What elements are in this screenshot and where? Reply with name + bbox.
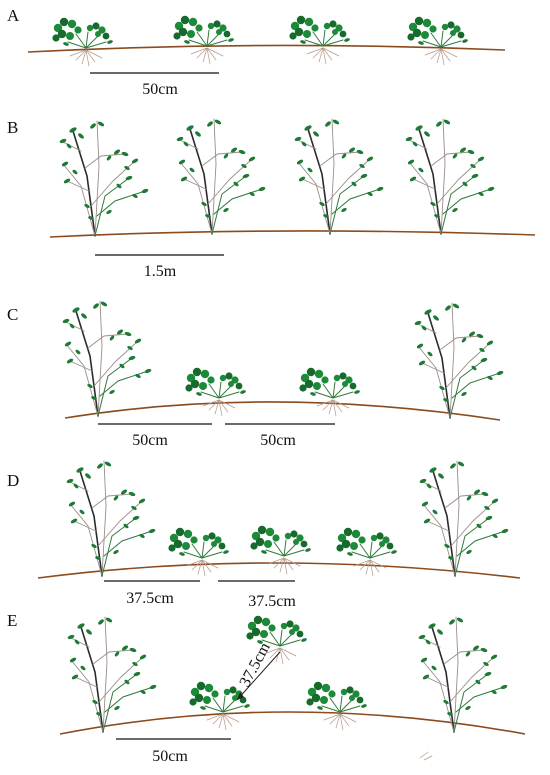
panel-a: A 50cm <box>7 6 506 98</box>
panel-b-scale-label: 1.5m <box>144 263 177 280</box>
panel-c-scale-label-2: 50cm <box>260 432 296 449</box>
panel-c-letter: C <box>7 305 18 324</box>
panel-b-shrub-2 <box>175 117 267 235</box>
panel-d-shrub-right <box>418 459 510 577</box>
panel-d-ground-line <box>37 562 521 579</box>
panel-d-scale-label-1: 37.5cm <box>126 590 174 607</box>
panel-a-letter: A <box>7 6 20 25</box>
panel-b: B 1.5m <box>7 117 536 280</box>
panel-b-ground-line <box>49 230 536 238</box>
panel-c-herb-1 <box>184 367 247 417</box>
panel-d-herb-2 <box>249 525 312 575</box>
panel-e-arrowhead <box>237 692 244 700</box>
panel-c-scale-label-1: 50cm <box>132 432 168 449</box>
panel-e-stray-roots <box>419 751 433 761</box>
panel-b-shrub-3 <box>293 117 385 235</box>
panel-d-letter: D <box>7 471 19 490</box>
panel-b-shrub-1 <box>58 119 150 237</box>
panel-d-scale-label-2: 37.5cm <box>248 593 296 610</box>
panel-d-herb-1 <box>167 527 230 577</box>
panel-e-herb-lower-right <box>305 681 368 731</box>
panel-a-herb-4 <box>406 16 469 66</box>
panel-a-ground-line <box>27 44 506 53</box>
panel-e-shrub-left <box>66 615 158 733</box>
panel-d: D 37.5cm 37.5cm <box>7 459 521 610</box>
panel-c-shrub-right <box>413 301 505 419</box>
panel-a-herb-1 <box>51 17 114 67</box>
panel-e: E 37.5cm 50cm <box>7 611 526 765</box>
panel-e-diagonal-arrow <box>236 651 281 701</box>
panel-e-ground-line <box>59 711 526 735</box>
panel-e-shrub-right <box>417 615 509 733</box>
panel-b-letter: B <box>7 118 18 137</box>
panel-e-letter: E <box>7 611 17 630</box>
panel-c-shrub-left <box>61 299 153 417</box>
panel-c-herb-2 <box>298 367 361 417</box>
panel-c: C 50cm 50cm <box>7 299 505 449</box>
panel-a-scale-label: 50cm <box>142 81 178 98</box>
panel-a-herb-2 <box>172 15 235 65</box>
panel-a-herb-3 <box>288 15 351 65</box>
panel-b-shrub-4 <box>404 117 496 235</box>
panel-d-shrub-left <box>65 459 157 577</box>
panel-e-herb-lower-left <box>188 681 251 731</box>
panel-c-ground-line <box>64 401 501 421</box>
panel-e-scale-label: 50cm <box>152 748 188 765</box>
panel-d-herb-3 <box>335 527 398 577</box>
